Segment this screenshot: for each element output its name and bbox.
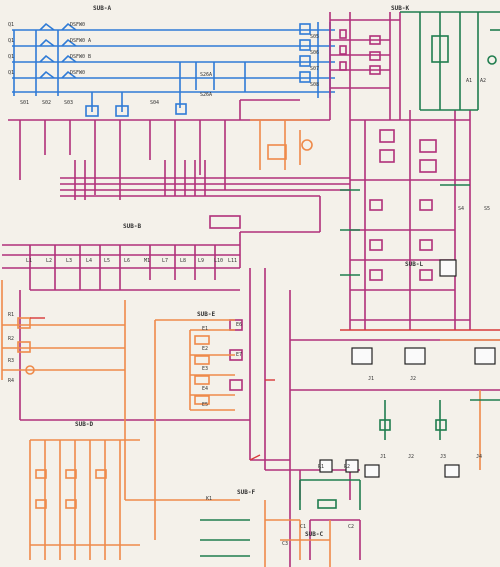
label-s26a-1: S26A [200, 72, 212, 78]
magenta-circuit [2, 12, 500, 567]
label-sub-d: SUB-D [75, 421, 93, 428]
label-j2: J2 [410, 376, 416, 382]
label-r1-left: R1 [8, 312, 14, 318]
label-r4-left: R4 [8, 378, 14, 384]
label-r2: R2 [344, 464, 350, 470]
label-s02: S02 [42, 100, 51, 106]
label-sub-l: SUB-L [405, 261, 423, 268]
label-e3: E3 [202, 366, 208, 372]
label-sub-f: SUB-F [237, 489, 255, 496]
label-a1: A1 [466, 78, 472, 84]
label-j2-right: J2 [408, 454, 414, 460]
label-sub-k: SUB-K [391, 5, 409, 12]
label-j3: J3 [440, 454, 446, 460]
label-s03: S03 [64, 100, 73, 106]
label-s07: S07 [310, 66, 319, 72]
label-s26a-2: S26A [200, 92, 212, 98]
label-sub-c: SUB-C [305, 531, 323, 538]
label-q1-d: Q1 [8, 70, 14, 76]
label-j1-right: J1 [380, 454, 386, 460]
label-r2-left: R2 [8, 336, 14, 342]
label-a2: A2 [480, 78, 486, 84]
label-s05: S05 [310, 34, 319, 40]
label-e2: E2 [202, 346, 208, 352]
label-s06: S06 [310, 50, 319, 56]
label-r3-left: R3 [8, 358, 14, 364]
label-e6: E6 [236, 322, 242, 328]
dark-components [319, 259, 496, 478]
label-s4: S4 [458, 206, 464, 212]
label-r1: R1 [318, 464, 324, 470]
blue-circuit [12, 22, 335, 117]
label-e7: E7 [236, 352, 242, 358]
label-sub-a: SUB-A [93, 5, 111, 12]
label-feeder-1: DSFW0 [70, 22, 85, 28]
label-j1: J1 [368, 376, 374, 382]
red-traces [30, 317, 500, 461]
label-l9: L9 [198, 258, 204, 264]
label-e1: E1 [202, 326, 208, 332]
label-l7: L7 [162, 258, 168, 264]
label-l6: L6 [124, 258, 130, 264]
labels: SUB-A SUB-K SUB-B SUB-L SUB-E SUB-D SUB-… [8, 5, 490, 547]
label-m1: M1 [144, 258, 150, 264]
label-k1: K1 [206, 496, 212, 502]
label-s08: S08 [310, 82, 319, 88]
label-feeder-2: DSFW0 A [70, 38, 91, 44]
label-sub-b: SUB-B [123, 223, 141, 230]
label-l11: L11 [228, 258, 237, 264]
green-circuit [200, 11, 500, 557]
label-s5: S5 [484, 206, 490, 212]
label-l4: L4 [86, 258, 92, 264]
label-e4: E4 [202, 386, 208, 392]
label-l1: L1 [26, 258, 32, 264]
label-sub-e: SUB-E [197, 311, 215, 318]
label-l10: L10 [214, 258, 223, 264]
label-j4: J4 [476, 454, 482, 460]
label-s04: S04 [150, 100, 159, 106]
label-feeder-4: DSFW0 [70, 70, 85, 76]
label-l2: L2 [46, 258, 52, 264]
label-q1-c: Q1 [8, 54, 14, 60]
label-q1-b: Q1 [8, 38, 14, 44]
label-c2: C2 [348, 524, 354, 530]
label-l8: L8 [180, 258, 186, 264]
label-e5: E5 [202, 402, 208, 408]
label-c3: C3 [282, 541, 288, 547]
label-q1-a: Q1 [8, 22, 14, 28]
label-s01: S01 [20, 100, 29, 106]
label-l3: L3 [66, 258, 72, 264]
label-c1: C1 [300, 524, 306, 530]
label-l5: L5 [104, 258, 110, 264]
label-feeder-3: DSFW0 B [70, 54, 91, 60]
orange-circuit [1, 119, 500, 567]
